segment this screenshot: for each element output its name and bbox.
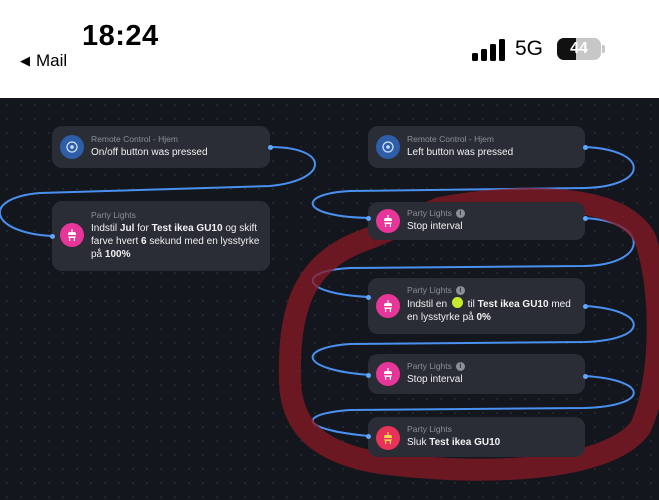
flow-card-action-left[interactable]: Party Lights Indstil Jul for Test ikea G… (52, 201, 270, 271)
output-port[interactable] (583, 145, 588, 150)
flow-card-trigger-right[interactable]: Remote Control - Hjem Left button was pr… (368, 126, 585, 168)
card-header: Party Lights (407, 424, 452, 434)
card-text: Stop interval (407, 221, 463, 232)
network-type: 5G (515, 37, 544, 60)
party-lights-icon (60, 223, 84, 247)
input-port[interactable] (366, 216, 371, 221)
clock: 18:24 (82, 20, 159, 52)
battery-tip (602, 45, 605, 53)
flow-card-trigger-left[interactable]: Remote Control - Hjem On/off button was … (52, 126, 270, 168)
input-port[interactable] (366, 373, 371, 378)
back-label: Mail (36, 51, 68, 70)
info-icon[interactable]: i (455, 285, 465, 295)
card-header: Party Lights (91, 210, 136, 220)
color-swatch-icon (451, 297, 463, 308)
signal-icon (472, 39, 505, 61)
card-text: Indstil en til Test ikea GU10 med en lys… (407, 297, 571, 323)
status-bar: 18:24 ◀ Mail 5G 44 (0, 0, 659, 98)
input-port[interactable] (366, 295, 371, 300)
flow-canvas[interactable]: Remote Control - Hjem On/off button was … (0, 98, 659, 500)
battery-fill (557, 38, 577, 60)
party-lights-icon (376, 209, 400, 233)
remote-icon (376, 135, 400, 159)
wire-left-1 (0, 146, 316, 237)
output-port[interactable] (583, 374, 588, 379)
output-port[interactable] (583, 304, 588, 309)
battery-percent: 44 (570, 40, 588, 57)
card-text: Indstil Jul for Test ikea GU10 og skift … (91, 223, 260, 260)
battery-icon: 44 (557, 38, 601, 60)
back-arrow-icon: ◀ (20, 53, 30, 68)
card-text: Left button was pressed (407, 147, 514, 158)
input-port[interactable] (366, 434, 371, 439)
card-text: Stop interval (407, 374, 463, 385)
output-port[interactable] (583, 216, 588, 221)
info-icon[interactable]: i (455, 208, 465, 218)
remote-icon (60, 135, 84, 159)
card-header: Remote Control - Hjem (91, 134, 178, 144)
back-to-mail-button[interactable]: ◀ Mail (20, 51, 67, 71)
card-text: On/off button was pressed (91, 147, 208, 158)
flow-card-turn-off[interactable]: Party Lights Sluk Test ikea GU10 (368, 417, 585, 457)
info-icon[interactable]: i (455, 361, 465, 371)
output-port[interactable] (268, 145, 273, 150)
party-lights-icon (376, 426, 400, 450)
card-text: Sluk Test ikea GU10 (407, 437, 501, 448)
party-lights-icon (376, 294, 400, 318)
card-header: Remote Control - Hjem (407, 134, 494, 144)
input-port[interactable] (50, 234, 55, 239)
party-lights-icon (376, 362, 400, 386)
